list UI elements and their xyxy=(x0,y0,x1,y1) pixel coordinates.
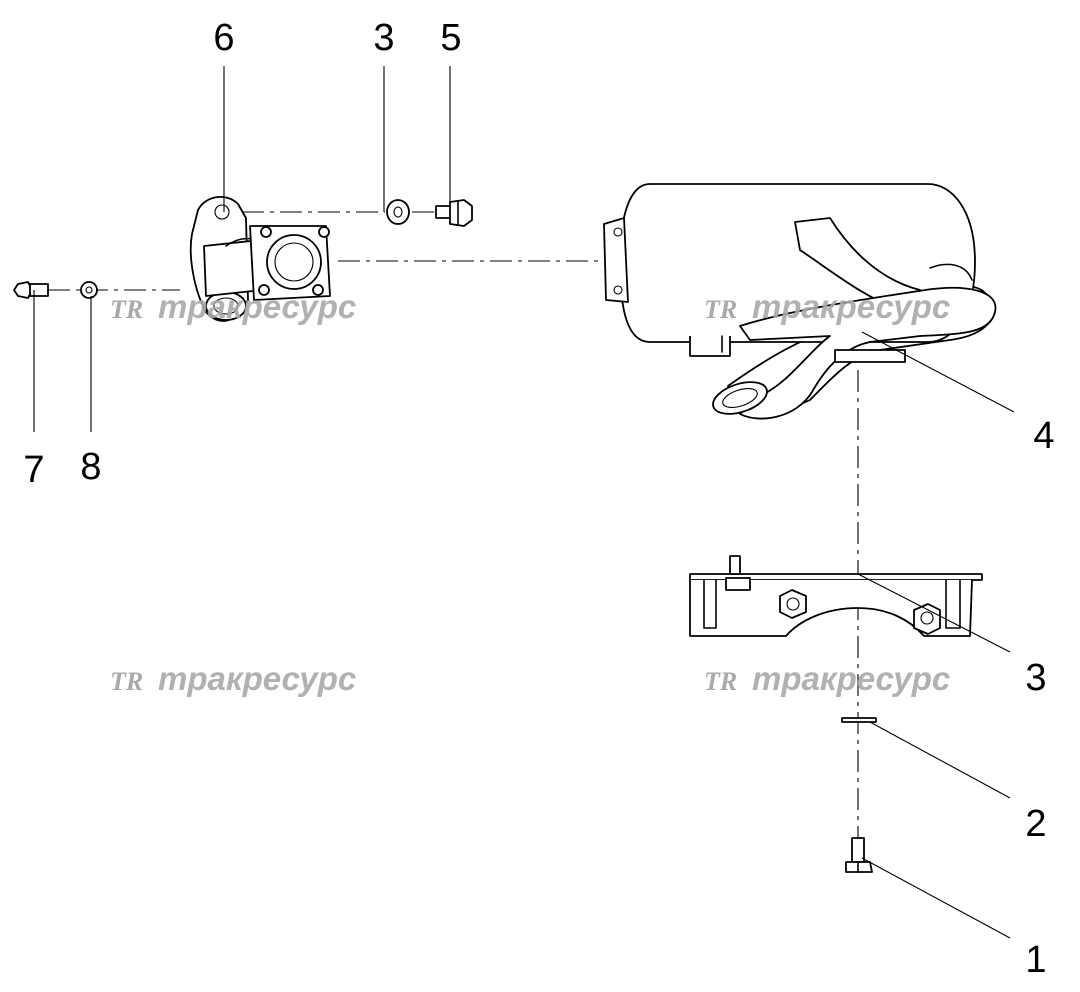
watermark-logo: TR xyxy=(704,667,737,696)
leader-lines xyxy=(33,66,1015,939)
watermark-top-left: TR тракресурс xyxy=(110,288,356,325)
callout-2: 2 xyxy=(1025,803,1046,845)
watermark-brand: тракресурс xyxy=(752,660,950,697)
callout-3-top: 3 xyxy=(373,17,394,59)
washer-left xyxy=(80,281,98,299)
watermark-brand: тракресурс xyxy=(752,288,950,325)
callout-6: 6 xyxy=(213,17,234,59)
callout-1: 1 xyxy=(1025,939,1046,981)
bolt-5 xyxy=(435,199,473,227)
watermark-logo: TR xyxy=(704,295,737,324)
assembly-axes xyxy=(48,211,859,860)
bolt-1 xyxy=(845,837,873,873)
bolt-7 xyxy=(13,281,49,299)
callout-4: 4 xyxy=(1033,415,1054,457)
watermark-logo: TR xyxy=(110,667,143,696)
callout-labels: 6 3 5 7 8 4 3 2 1 xyxy=(23,17,1054,981)
watermark-brand: тракресурс xyxy=(158,288,356,325)
washer-top xyxy=(386,199,410,225)
watermark-logo: TR xyxy=(110,295,143,324)
watermark-brand: тракресурс xyxy=(158,660,356,697)
callout-3-bottom: 3 xyxy=(1025,657,1046,699)
watermark-top-right: TR тракресурс xyxy=(704,288,950,325)
watermark-bottom-left: TR тракресурс xyxy=(110,660,356,697)
exhaust-elbow xyxy=(189,196,331,322)
callout-8: 8 xyxy=(80,446,101,488)
mounting-bracket xyxy=(689,555,983,637)
washer-bottom xyxy=(841,717,877,723)
watermark-bottom-right: TR тракресурс xyxy=(704,660,950,697)
callout-7: 7 xyxy=(23,449,44,491)
callout-5: 5 xyxy=(440,17,461,59)
muffler xyxy=(603,183,997,420)
